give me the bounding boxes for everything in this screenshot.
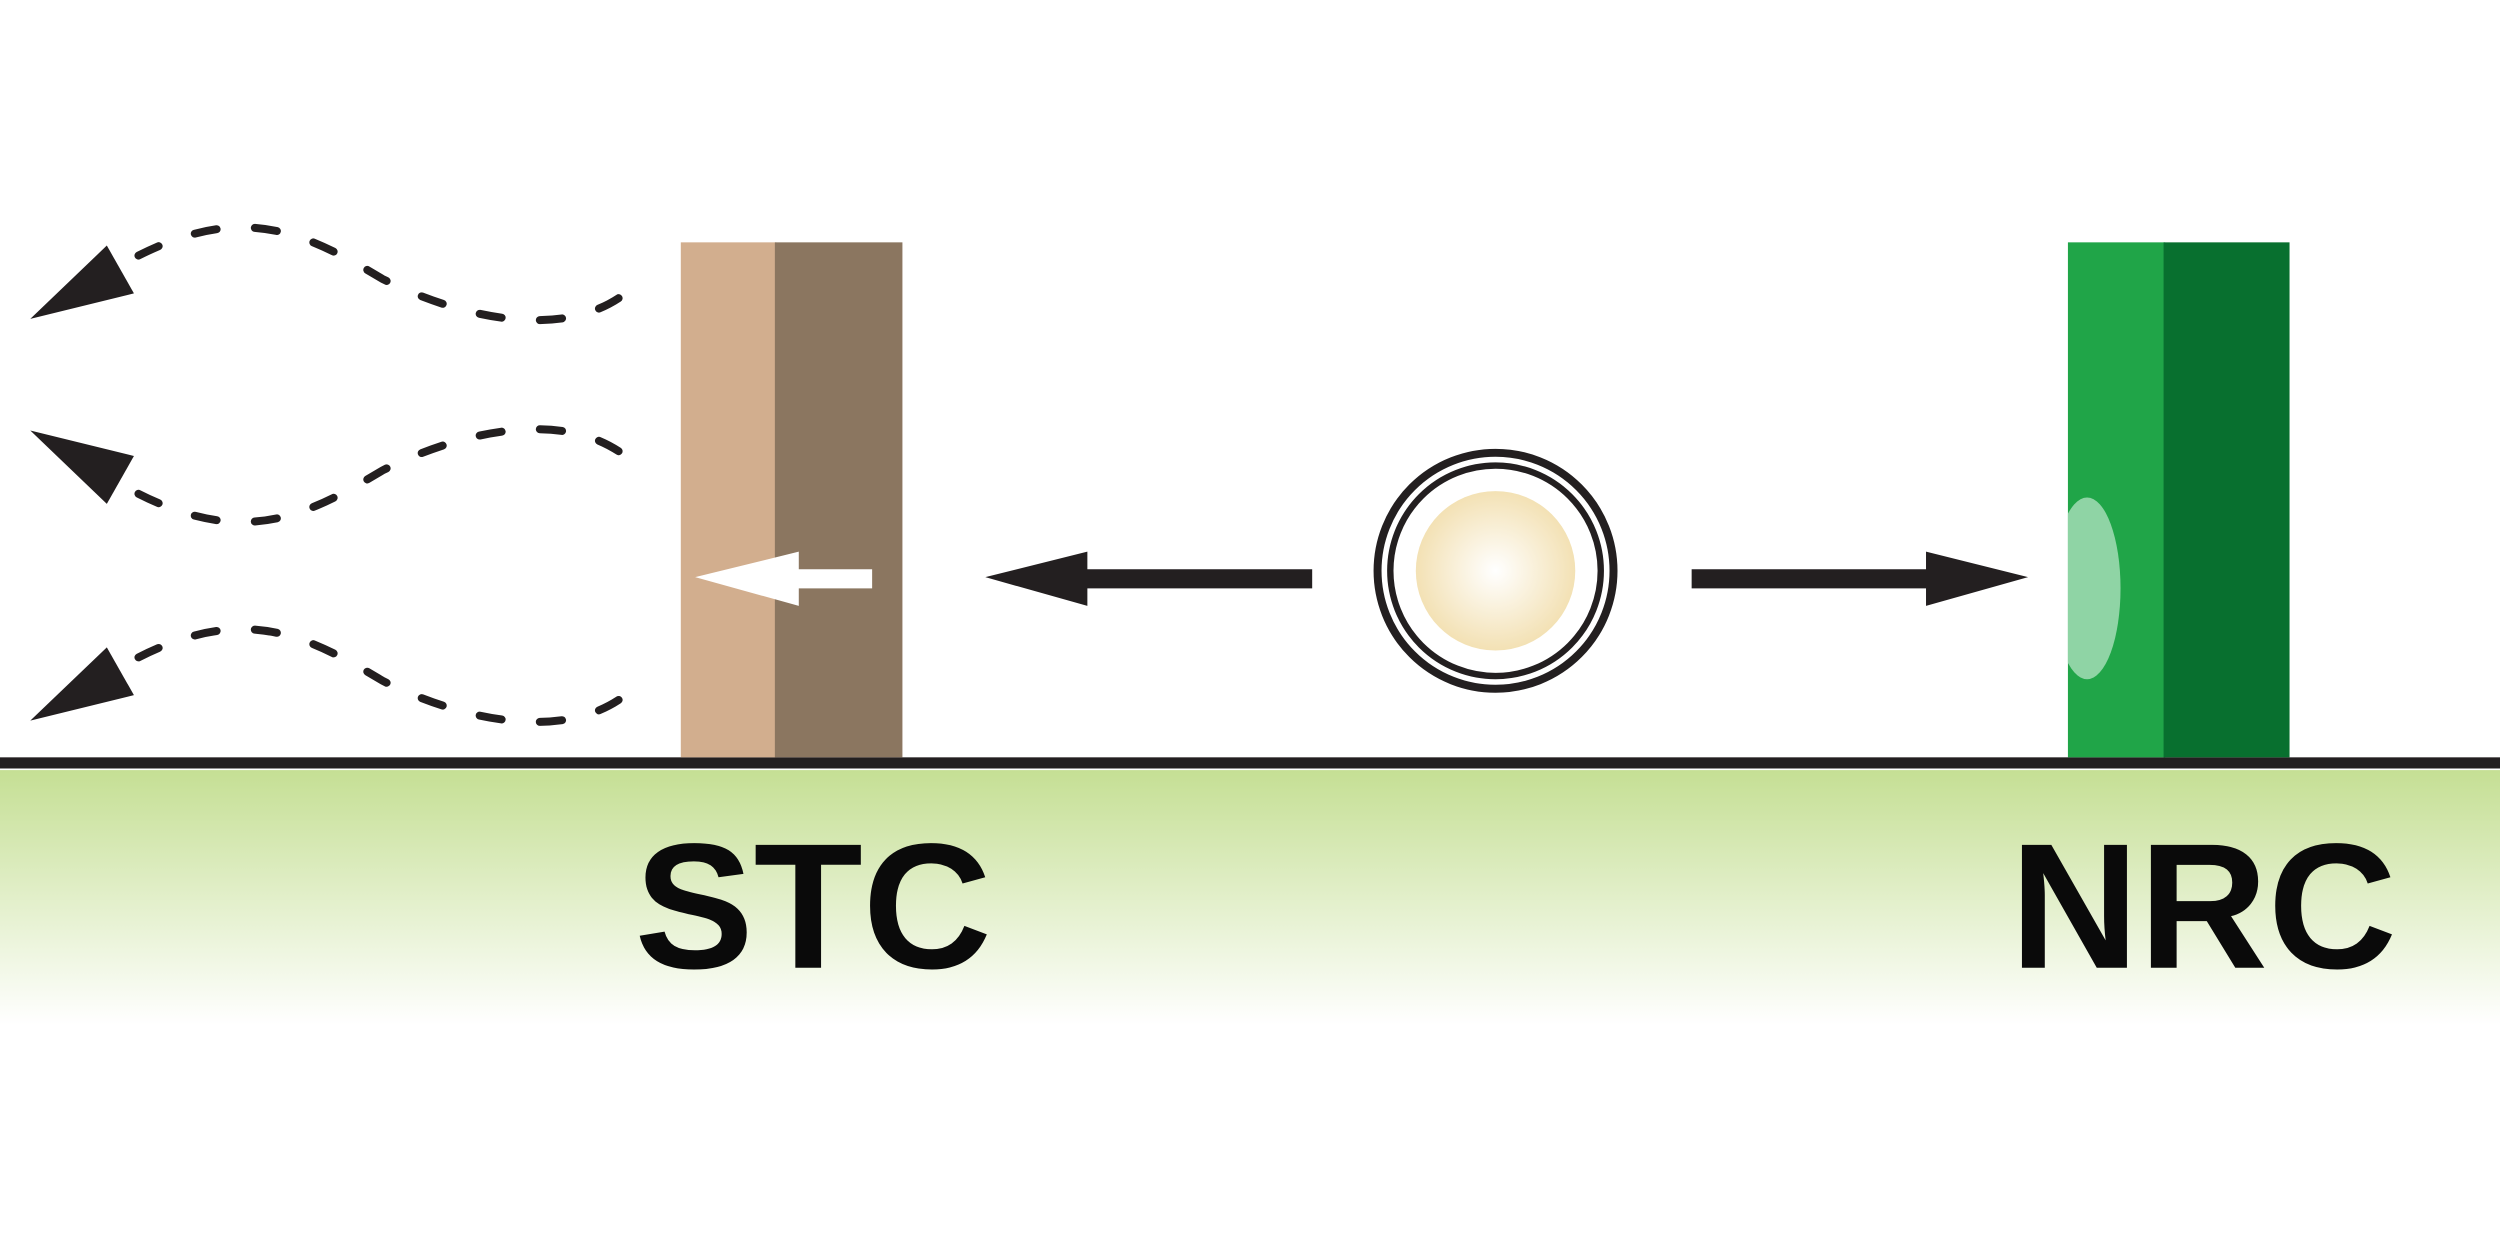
scatter-arrow-middle bbox=[30, 429, 618, 522]
source-core bbox=[1415, 491, 1576, 651]
ground-line bbox=[0, 757, 2500, 769]
arrow-right-icon bbox=[1691, 551, 2029, 606]
stc-reflect-arrow-icon bbox=[695, 551, 873, 606]
ground-surface bbox=[0, 770, 2500, 1026]
stc-panel-front bbox=[680, 242, 777, 758]
label-nrc: NRC bbox=[2010, 806, 2397, 1006]
arrow-left-icon bbox=[985, 551, 1313, 606]
stc-panel-side bbox=[774, 242, 903, 758]
nrc-absorption-spot bbox=[2067, 497, 2121, 680]
scatter-arrow-top bbox=[30, 227, 618, 320]
label-stc: STC bbox=[635, 806, 992, 1006]
nrc-panel-side bbox=[2163, 242, 2290, 758]
scatter-arrow-bottom bbox=[30, 629, 618, 722]
